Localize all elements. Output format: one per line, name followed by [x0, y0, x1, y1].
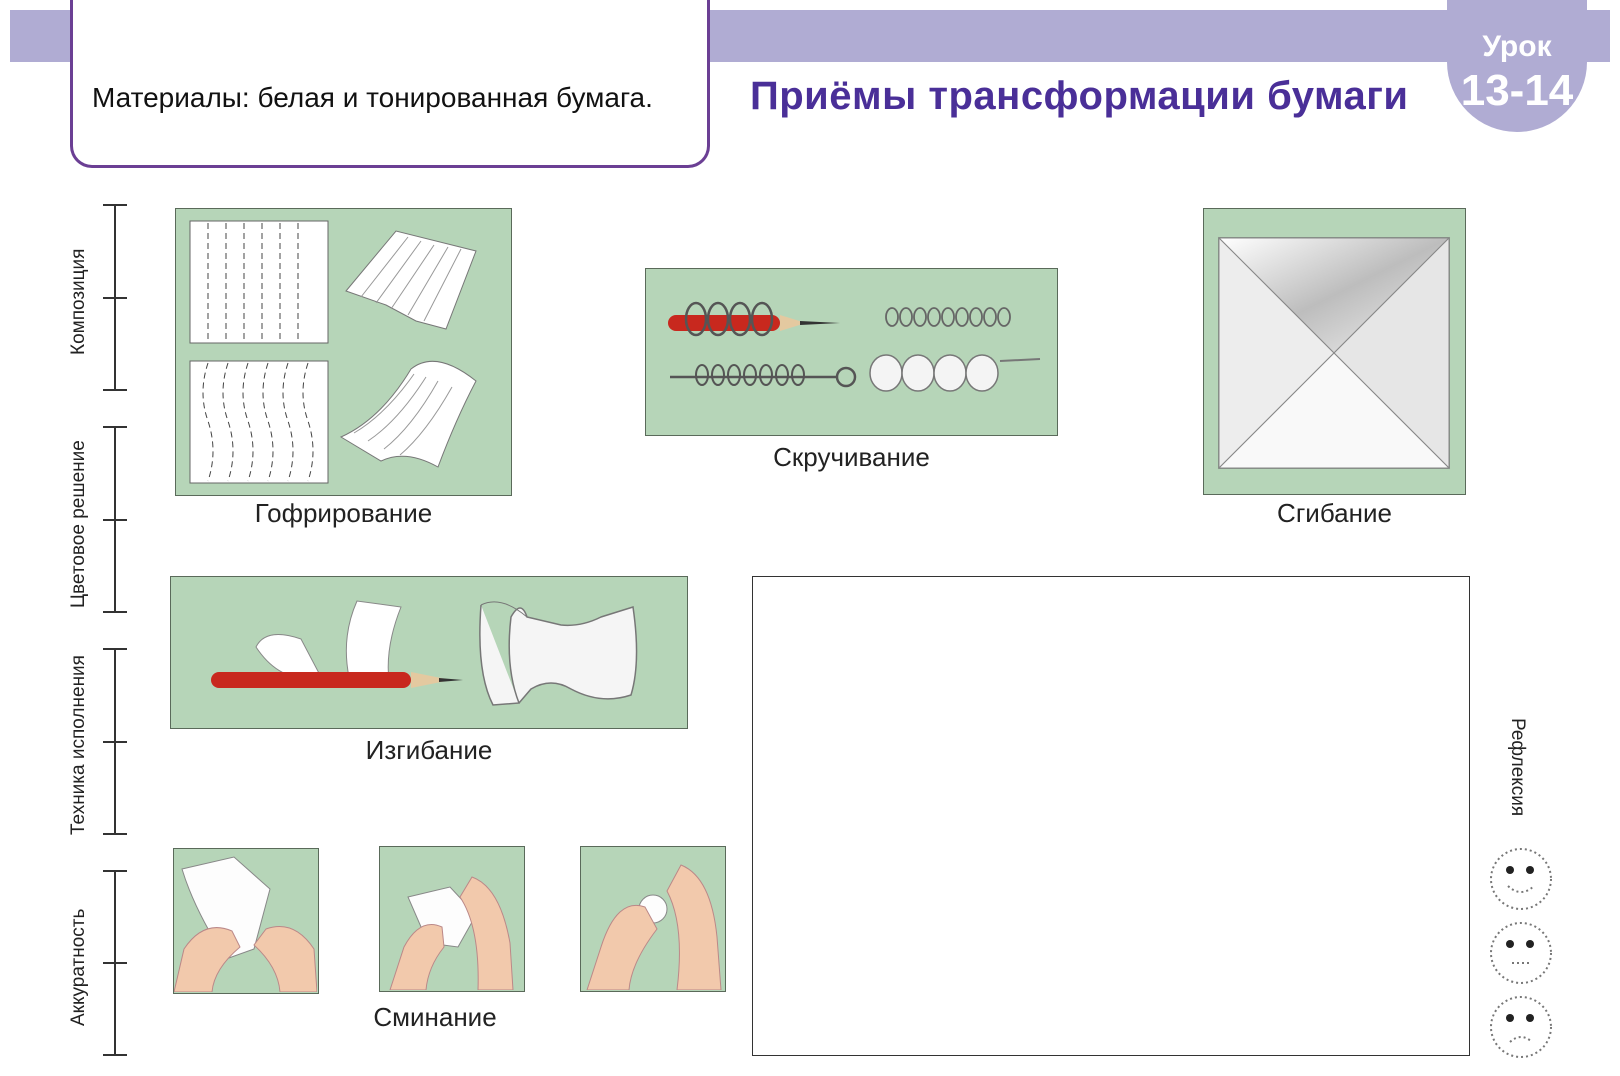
crumpling-hands-1-icon	[173, 856, 318, 993]
criteria-label-composition: Композиция	[68, 248, 89, 355]
lesson-number: 13-14	[1460, 66, 1574, 115]
crumpling-panel-2	[379, 846, 525, 992]
bending-caption: Изгибание	[365, 735, 493, 765]
lesson-label: Урок	[1482, 30, 1552, 63]
crumpling-hands-3-icon	[586, 864, 722, 991]
criteria-label-color: Цветовое решение	[68, 440, 89, 608]
bending-panel	[170, 576, 688, 729]
criteria-label-technique: Техника исполнения	[68, 655, 89, 835]
twisting-caption: Скручивание	[773, 442, 930, 472]
folding-illustration	[1217, 236, 1451, 470]
drawing-area[interactable]	[752, 576, 1470, 1056]
corrugation-panel	[175, 208, 512, 496]
bending-illustration	[211, 600, 638, 706]
neutral-face-icon[interactable]	[1488, 920, 1554, 986]
twisting-panel	[645, 268, 1058, 436]
crumpling-hands-2-icon	[389, 876, 514, 991]
sad-face-icon[interactable]	[1488, 994, 1554, 1060]
happy-face-icon[interactable]	[1488, 846, 1554, 912]
page-title: Приёмы трансформации бумаги	[750, 74, 1409, 118]
corrugation-caption: Гофрирование	[254, 498, 433, 528]
folding-caption: Сгибание	[1277, 498, 1392, 528]
reflection-label: Рефлексия	[1507, 718, 1528, 817]
criteria-label-neatness: Аккуратность	[68, 908, 89, 1026]
criteria-scale	[103, 204, 127, 1056]
materials-box	[70, 0, 710, 168]
twisting-illustration	[668, 301, 1041, 392]
corrugation-illustration	[189, 220, 477, 484]
lesson-badge	[1447, 0, 1587, 132]
crumpling-caption: Сминание	[373, 1002, 497, 1032]
folding-panel	[1203, 208, 1466, 495]
crumpling-panel-1	[173, 848, 319, 994]
materials-text: Материалы: белая и тонированная бумага.	[92, 82, 653, 113]
crumpling-panel-3	[580, 846, 726, 992]
